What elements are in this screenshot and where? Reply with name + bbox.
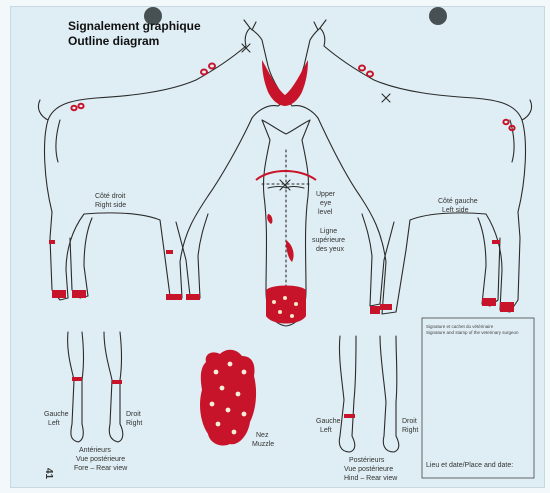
signature-line-2: Signature and stamp of the veterinary su… (426, 330, 519, 335)
label-right-side-fr: Côté droit (95, 193, 125, 200)
label-hind-left-en: Left (320, 427, 332, 434)
label-hind-right-fr: Droit (402, 418, 417, 425)
horse-left-side (284, 20, 532, 314)
muzzle-marking (266, 286, 306, 324)
caption-hind-3: Hind – Rear view (344, 475, 398, 482)
label-ligne-2: supérieure (312, 237, 345, 244)
binder-hole-right (429, 7, 447, 25)
fore-legs-rear-view (68, 332, 123, 442)
page-number: 41 (43, 468, 54, 480)
label-ligne-1: Ligne (320, 228, 337, 235)
label-left-side-fr: Côté gauche (438, 198, 478, 205)
label-upper-eye-1: Upper (316, 191, 336, 198)
title-line-2: Outline diagram (68, 34, 159, 48)
label-fore-right-fr: Droit (126, 411, 141, 418)
label-ligne-3: des yeux (316, 246, 345, 253)
label-nose-fr: Nez (256, 432, 269, 439)
place-date-label: Lieu et date/Place and date: (426, 462, 513, 469)
head-front-view (256, 120, 316, 326)
label-left-side-en: Left side (442, 207, 469, 214)
caption-fore-2: Vue postérieure (76, 456, 125, 463)
label-hind-left-fr: Gauche (316, 418, 341, 425)
caption-fore-3: Fore – Rear view (74, 465, 128, 472)
nose-diagram (200, 350, 256, 446)
signature-line-1: Signature et cachet du vétérinaire (426, 324, 494, 329)
hind-legs-rear-view (339, 336, 398, 452)
label-fore-left-fr: Gauche (44, 411, 69, 418)
signature-box (422, 318, 534, 478)
label-nose-en: Muzzle (252, 441, 274, 448)
label-hind-right-en: Right (402, 427, 418, 434)
label-upper-eye-3: level (318, 209, 333, 216)
caption-fore-1: Antérieurs (79, 447, 111, 454)
label-fore-right-en: Right (126, 420, 142, 427)
label-right-side-en: Right side (95, 202, 126, 209)
label-fore-left-en: Left (48, 420, 60, 427)
title-line-1: Signalement graphique (68, 19, 201, 33)
horse-right-side (38, 20, 286, 300)
label-upper-eye-2: eye (320, 200, 331, 207)
caption-hind-2: Vue postérieure (344, 466, 393, 473)
caption-hind-1: Postérieurs (349, 457, 385, 464)
